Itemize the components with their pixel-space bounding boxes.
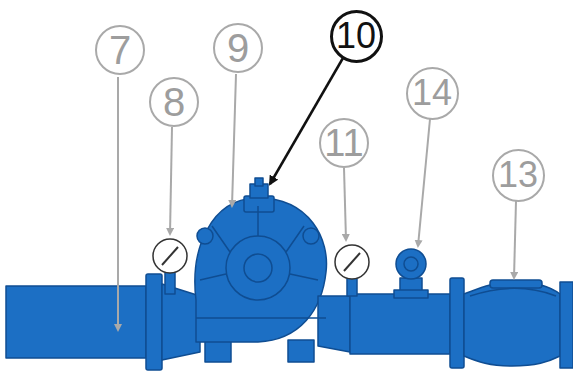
- callout-circle: 14: [406, 67, 459, 120]
- callout-number: 8: [163, 82, 185, 122]
- callout-circle: 13: [492, 149, 545, 202]
- callout-number: 10: [336, 18, 376, 54]
- callout-circle: 11: [319, 118, 369, 168]
- callout-number: 13: [498, 157, 538, 193]
- callout-number: 7: [109, 30, 131, 70]
- callout-number: 9: [227, 28, 249, 68]
- callout-circle: 7: [95, 25, 145, 75]
- callout-circle: 8: [149, 77, 199, 127]
- callout-circle: 10: [330, 10, 383, 63]
- callout-number: 11: [324, 124, 363, 162]
- callout-number: 14: [412, 75, 452, 111]
- callout-circle: 9: [213, 23, 263, 73]
